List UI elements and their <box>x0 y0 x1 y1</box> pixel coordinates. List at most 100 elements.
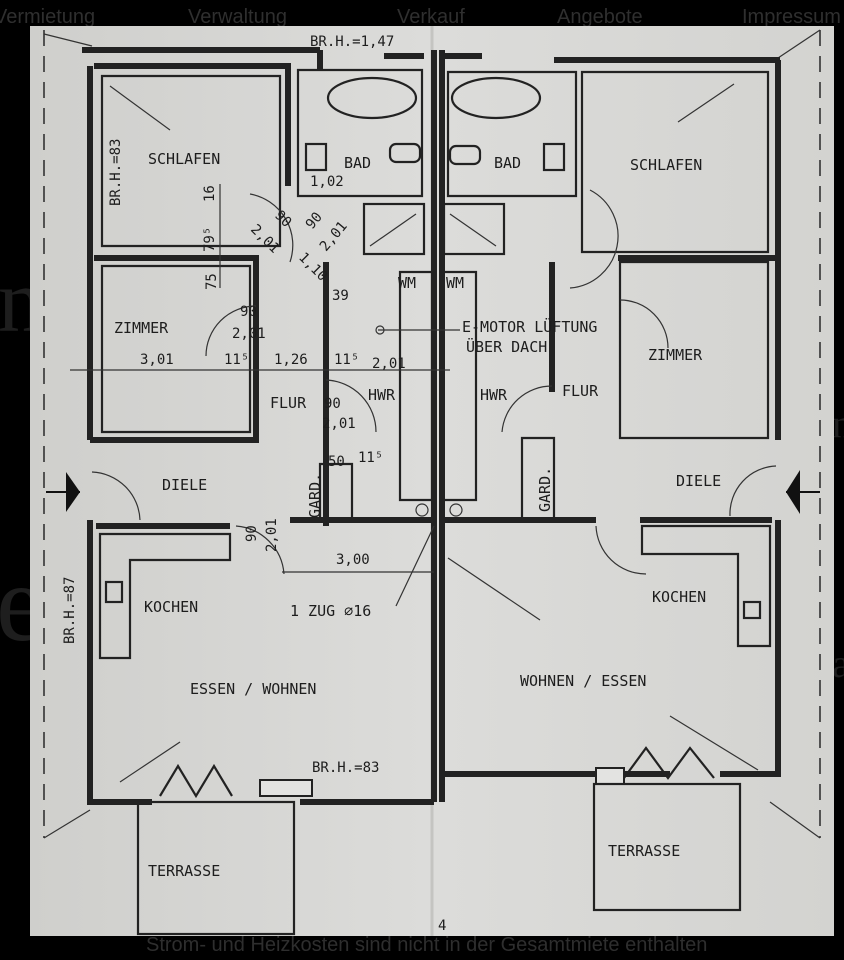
terrace-door-right <box>623 746 715 780</box>
door-arc <box>325 379 377 433</box>
dim-90a: 90 <box>240 304 257 320</box>
label-wm-left: WM <box>398 274 416 292</box>
door-arc <box>249 193 294 263</box>
roof-line <box>43 809 91 839</box>
wall-zimmer-right <box>618 255 781 440</box>
dim-795: 79⁵ <box>202 227 218 252</box>
toilet-left-icon <box>388 142 422 164</box>
sink-right-icon <box>542 142 566 172</box>
top-navigation: Vermietung Verwaltung Verkauf Angebote I… <box>0 0 844 34</box>
garderobe-left <box>318 462 354 522</box>
label-wm-right: WM <box>446 274 464 292</box>
vent-left-icon <box>415 503 429 517</box>
label-flur-right: FLUR <box>562 382 599 400</box>
dim-126: 1,26 <box>274 352 308 368</box>
label-zimmer-left: ZIMMER <box>114 319 169 337</box>
motor-icon <box>375 325 385 335</box>
dim-50: 50 <box>328 454 345 470</box>
terrace-door-left <box>159 763 233 799</box>
bathtub-right-icon <box>450 76 542 120</box>
room-zimmer-left <box>100 264 252 434</box>
annotation-dach: ÜBER DACH <box>466 337 547 356</box>
vent-right-icon <box>449 503 463 517</box>
label-hwr-right: HWR <box>480 386 508 404</box>
door-arc <box>235 525 285 575</box>
sheet-number: 4 <box>438 918 446 934</box>
roof-line <box>43 33 93 47</box>
door-arc <box>91 471 141 521</box>
label-bad-right: BAD <box>494 154 521 172</box>
label-schlafen-left: SCHLAFEN <box>148 150 220 168</box>
nav-item-angebote[interactable]: Angebote <box>557 6 643 28</box>
toilet-right-icon <box>448 144 482 166</box>
room-bad-left <box>296 68 424 198</box>
dim-75: 75 <box>204 273 220 290</box>
garderobe-right <box>520 436 556 522</box>
door-arc <box>205 305 257 357</box>
terrace-left <box>136 800 296 936</box>
room-bad-right <box>446 70 578 198</box>
label-zimmer-right: ZIMMER <box>648 346 703 364</box>
dim-201d: 2,01 <box>264 518 280 552</box>
shower-line <box>369 213 417 247</box>
dim-115b: 11⁵ <box>334 352 359 368</box>
dim-115a: 11⁵ <box>224 352 249 368</box>
dim-201a: 2,01 <box>232 326 266 342</box>
shaft-right <box>440 270 478 502</box>
label-kochen-left: KOCHEN <box>144 598 198 616</box>
sink-kitchen-left-icon <box>104 580 124 604</box>
label-kochen-right: KOCHEN <box>652 588 706 606</box>
room-zimmer-right <box>618 260 770 440</box>
dim-102: 1,02 <box>310 174 344 190</box>
label-flur-left: FLUR <box>270 394 307 412</box>
label-diele-right: DIELE <box>676 472 721 490</box>
dim-brh-bottom: BR.H.=83 <box>312 760 379 776</box>
annotation-zug: 1 ZUG ⌀16 <box>290 602 371 620</box>
door-arc <box>729 465 777 517</box>
room-schlafen-right <box>580 70 770 254</box>
label-bad-left: BAD <box>344 154 371 172</box>
sink-kitchen-right-icon <box>742 600 762 620</box>
shower-left-icon <box>362 202 426 256</box>
dim-brh-left: BR.H.=83 <box>108 139 124 206</box>
door-arc <box>569 189 619 289</box>
wall-zimmer-left <box>90 255 259 443</box>
ghost-letter: a <box>832 641 844 686</box>
door-arc <box>595 525 647 575</box>
dim-brh-top: BR.H.=1,47 <box>310 34 394 50</box>
dim-115c: 11⁵ <box>358 450 383 466</box>
shower-line <box>449 213 497 247</box>
bathtub-left-icon <box>326 76 418 120</box>
wall-top-left <box>82 47 424 70</box>
annotation-motor: E-MOTOR LÜFTUNG <box>462 317 597 336</box>
nav-item-vermietung[interactable]: Vermietung <box>0 6 96 28</box>
roof-outline <box>43 30 821 838</box>
wall-top-right <box>442 53 780 63</box>
label-hwr-left: HWR <box>368 386 396 404</box>
nav-item-impressum[interactable]: Impressum <box>742 6 841 28</box>
dim-201b: 2,01 <box>372 356 406 372</box>
label-gard-left: GARD. <box>306 473 324 518</box>
dim-brh-left-lower: BR.H.=87 <box>62 577 78 644</box>
kitchen-counter-right <box>640 524 772 648</box>
dim-301: 3,01 <box>140 352 174 368</box>
wall-left-lower <box>87 520 152 805</box>
hatch-line <box>109 85 171 131</box>
roof-line <box>769 801 821 839</box>
terrace-right <box>592 782 742 912</box>
dim-90c: 90 <box>244 525 260 542</box>
nav-item-verwaltung[interactable]: Verwaltung <box>188 6 287 28</box>
label-wohnen-essen: WOHNEN / ESSEN <box>520 672 646 690</box>
kitchen-counter-left <box>98 532 232 660</box>
hatch-line <box>677 83 735 123</box>
dim-39: 39 <box>332 288 349 304</box>
hatch-line <box>447 557 541 621</box>
label-diele-left: DIELE <box>162 476 207 494</box>
dim-201c: 2,01 <box>322 416 356 432</box>
floor-plan-image: SCHLAFEN BAD BAD SCHLAFEN ZIMMER ZIMMER … <box>30 26 834 936</box>
label-essen-wohnen: ESSEN / WOHNEN <box>190 680 316 698</box>
floor-plan-drawing: SCHLAFEN BAD BAD SCHLAFEN ZIMMER ZIMMER … <box>30 26 834 936</box>
hatch-line <box>669 715 759 771</box>
footer-note: Strom- und Heizkosten sind nicht in der … <box>146 934 708 956</box>
nav-item-verkauf[interactable]: Verkauf <box>397 6 465 28</box>
